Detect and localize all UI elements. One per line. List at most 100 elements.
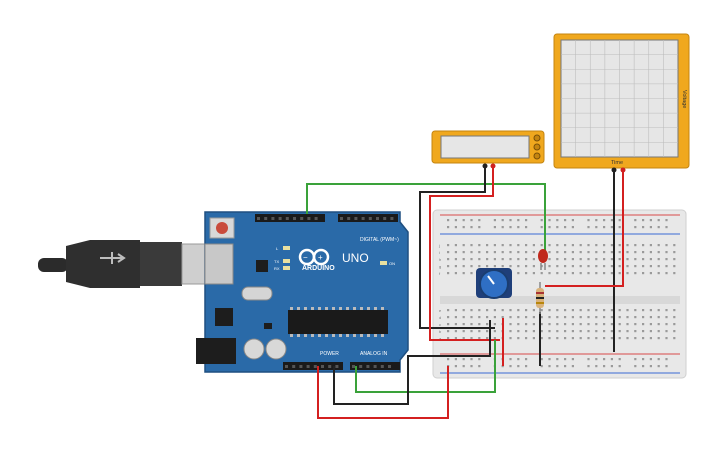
breadboard-hole[interactable]: [525, 265, 528, 268]
breadboard-hole[interactable]: [509, 330, 512, 333]
breadboard-hole[interactable]: [556, 323, 559, 326]
breadboard-hole[interactable]: [618, 316, 621, 319]
breadboard-hole[interactable]: [486, 316, 489, 319]
breadboard-hole[interactable]: [603, 330, 606, 333]
breadboard-hole[interactable]: [634, 251, 637, 254]
breadboard-hole[interactable]: [603, 323, 606, 326]
breadboard-hole[interactable]: [517, 337, 520, 340]
rail-hole[interactable]: [556, 358, 559, 361]
breadboard-hole[interactable]: [579, 265, 582, 268]
breadboard-hole[interactable]: [462, 309, 465, 312]
breadboard-hole[interactable]: [610, 337, 613, 340]
breadboard-hole[interactable]: [462, 258, 465, 261]
breadboard-hole[interactable]: [540, 316, 543, 319]
rail-hole[interactable]: [447, 226, 450, 229]
breadboard-hole[interactable]: [478, 330, 481, 333]
breadboard-hole[interactable]: [517, 258, 520, 261]
rail-hole[interactable]: [649, 358, 652, 361]
breadboard-hole[interactable]: [454, 244, 457, 247]
breadboard-hole[interactable]: [634, 316, 637, 319]
rail-hole[interactable]: [610, 358, 613, 361]
breadboard-hole[interactable]: [447, 258, 450, 261]
breadboard-hole[interactable]: [564, 330, 567, 333]
header-hole[interactable]: [388, 365, 391, 368]
breadboard-hole[interactable]: [626, 265, 629, 268]
breadboard-hole[interactable]: [517, 330, 520, 333]
red-led[interactable]: [538, 249, 548, 270]
breadboard-hole[interactable]: [501, 316, 504, 319]
breadboard-hole[interactable]: [470, 265, 473, 268]
breadboard-hole[interactable]: [509, 316, 512, 319]
breadboard-hole[interactable]: [532, 309, 535, 312]
breadboard-hole[interactable]: [626, 272, 629, 275]
rail-hole[interactable]: [540, 365, 543, 368]
rail-hole[interactable]: [540, 358, 543, 361]
breadboard-hole[interactable]: [462, 316, 465, 319]
breadboard-hole[interactable]: [525, 316, 528, 319]
breadboard-hole[interactable]: [556, 244, 559, 247]
breadboard-hole[interactable]: [486, 251, 489, 254]
digital-header-left[interactable]: [255, 214, 325, 222]
breadboard-hole[interactable]: [470, 337, 473, 340]
breadboard-hole[interactable]: [564, 272, 567, 275]
rail-hole[interactable]: [595, 365, 598, 368]
breadboard-hole[interactable]: [462, 272, 465, 275]
breadboard-hole[interactable]: [571, 316, 574, 319]
breadboard-hole[interactable]: [587, 258, 590, 261]
breadboard-hole[interactable]: [525, 251, 528, 254]
breadboard-hole[interactable]: [493, 330, 496, 333]
breadboard-hole[interactable]: [571, 258, 574, 261]
rail-hole[interactable]: [649, 219, 652, 222]
breadboard-hole[interactable]: [532, 258, 535, 261]
breadboard-hole[interactable]: [454, 251, 457, 254]
breadboard-hole[interactable]: [649, 323, 652, 326]
breadboard-hole[interactable]: [587, 330, 590, 333]
breadboard-hole[interactable]: [618, 258, 621, 261]
breadboard-hole[interactable]: [564, 265, 567, 268]
breadboard-hole[interactable]: [493, 309, 496, 312]
header-hole[interactable]: [313, 365, 317, 368]
breadboard-hole[interactable]: [626, 251, 629, 254]
rail-hole[interactable]: [595, 358, 598, 361]
rail-hole[interactable]: [478, 358, 481, 361]
rail-hole[interactable]: [657, 226, 660, 229]
breadboard-hole[interactable]: [493, 265, 496, 268]
rail-hole[interactable]: [642, 226, 645, 229]
rail-hole[interactable]: [478, 365, 481, 368]
rail-hole[interactable]: [665, 226, 668, 229]
breadboard-hole[interactable]: [610, 272, 613, 275]
breadboard-hole[interactable]: [454, 265, 457, 268]
breadboard-hole[interactable]: [649, 244, 652, 247]
breadboard-hole[interactable]: [571, 309, 574, 312]
breadboard-hole[interactable]: [626, 316, 629, 319]
breadboard-hole[interactable]: [587, 244, 590, 247]
rail-hole[interactable]: [571, 219, 574, 222]
header-hole[interactable]: [285, 365, 288, 368]
potentiometer[interactable]: [476, 268, 512, 299]
breadboard-hole[interactable]: [509, 258, 512, 261]
header-hole[interactable]: [361, 217, 365, 220]
breadboard-hole[interactable]: [665, 309, 668, 312]
breadboard-hole[interactable]: [673, 258, 676, 261]
breadboard-hole[interactable]: [556, 337, 559, 340]
breadboard-hole[interactable]: [634, 272, 637, 275]
breadboard-hole[interactable]: [603, 251, 606, 254]
digital-header-right[interactable]: [338, 214, 398, 222]
breadboard-hole[interactable]: [517, 244, 520, 247]
breadboard-hole[interactable]: [493, 323, 496, 326]
breadboard-hole[interactable]: [642, 337, 645, 340]
header-hole[interactable]: [390, 217, 394, 220]
header-hole[interactable]: [314, 217, 318, 220]
breadboard-hole[interactable]: [532, 251, 535, 254]
header-hole[interactable]: [328, 365, 332, 368]
breadboard-hole[interactable]: [618, 265, 621, 268]
breadboard-hole[interactable]: [509, 251, 512, 254]
breadboard-hole[interactable]: [564, 244, 567, 247]
breadboard-hole[interactable]: [540, 272, 543, 275]
breadboard-hole[interactable]: [493, 337, 496, 340]
rail-hole[interactable]: [509, 219, 512, 222]
breadboard-hole[interactable]: [642, 323, 645, 326]
rail-hole[interactable]: [571, 226, 574, 229]
header-hole[interactable]: [354, 217, 358, 220]
